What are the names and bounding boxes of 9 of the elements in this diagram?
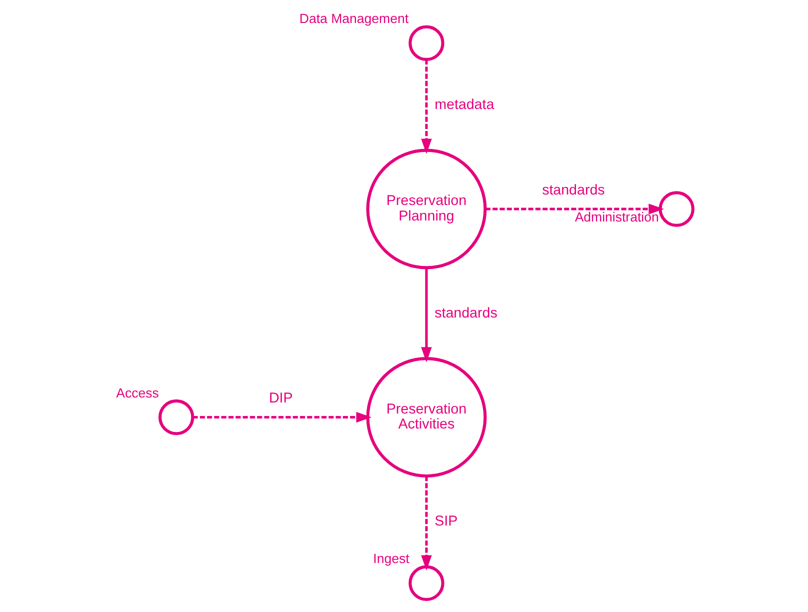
node-label: Access xyxy=(116,385,159,400)
node-label: Administration xyxy=(574,210,659,225)
edge-label: metadata xyxy=(434,97,494,114)
edge-label: standards xyxy=(434,305,498,322)
edge-label: DIP xyxy=(268,390,293,407)
edge-label: standards xyxy=(542,182,605,198)
node-label: Data Management xyxy=(299,11,409,26)
edge-label: SIP xyxy=(434,514,458,530)
node-label: Ingest xyxy=(373,551,410,566)
